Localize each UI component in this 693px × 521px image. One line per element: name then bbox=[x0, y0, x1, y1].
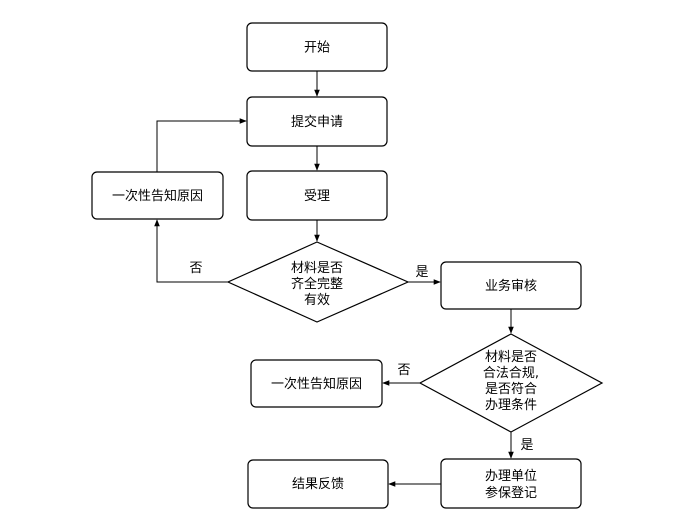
compliance-decision-line-1: 材料是否 bbox=[485, 350, 537, 365]
business-review-label: 业务审核 bbox=[485, 278, 537, 294]
notify-reason-node-1: 一次性告知原因 bbox=[91, 171, 224, 220]
materials-decision-line-3: 有效 bbox=[304, 293, 330, 308]
start-label: 开始 bbox=[304, 41, 330, 56]
edge-label-yes-1: 是 bbox=[415, 265, 428, 280]
compliance-decision-line-4: 办理条件 bbox=[485, 397, 537, 413]
compliance-decision-line-2: 合法合规, bbox=[483, 366, 539, 381]
compliance-decision-line-3: 是否符合 bbox=[485, 381, 537, 397]
compliance-decision: 材料是否 合法合规, 是否符合 办理条件 bbox=[418, 333, 604, 433]
business-review-node: 业务审核 bbox=[440, 261, 582, 310]
start-node: 开始 bbox=[246, 22, 388, 72]
materials-decision-line-1: 材料是否 bbox=[291, 261, 343, 276]
handle-unit-node: 办理单位 参保登记 bbox=[440, 458, 582, 509]
submit-application-label: 提交申请 bbox=[291, 114, 343, 130]
arrow-notify-back-to-apply bbox=[156, 118, 247, 172]
materials-decision-line-2: 齐全完整 bbox=[291, 276, 343, 292]
edge-label-yes-2: 是 bbox=[520, 438, 533, 453]
handle-unit-line-2: 参保登记 bbox=[485, 485, 537, 501]
arrow-decision-no-to-notify bbox=[154, 219, 228, 283]
accept-node: 受理 bbox=[246, 170, 388, 221]
notify-reason-label-2: 一次性告知原因 bbox=[271, 376, 362, 392]
accept-label: 受理 bbox=[304, 189, 330, 204]
notify-reason-label-1: 一次性告知原因 bbox=[112, 188, 203, 204]
materials-complete-decision: 材料是否 齐全完整 有效 bbox=[226, 241, 410, 323]
handle-unit-line-1: 办理单位 bbox=[485, 469, 537, 484]
feedback-label: 结果反馈 bbox=[292, 477, 344, 492]
edge-label-no-1: 否 bbox=[189, 261, 202, 276]
feedback-node: 结果反馈 bbox=[247, 459, 389, 509]
notify-reason-node-2: 一次性告知原因 bbox=[250, 359, 383, 408]
submit-application-node: 提交申请 bbox=[246, 96, 388, 147]
edge-label-no-2: 否 bbox=[397, 363, 410, 378]
